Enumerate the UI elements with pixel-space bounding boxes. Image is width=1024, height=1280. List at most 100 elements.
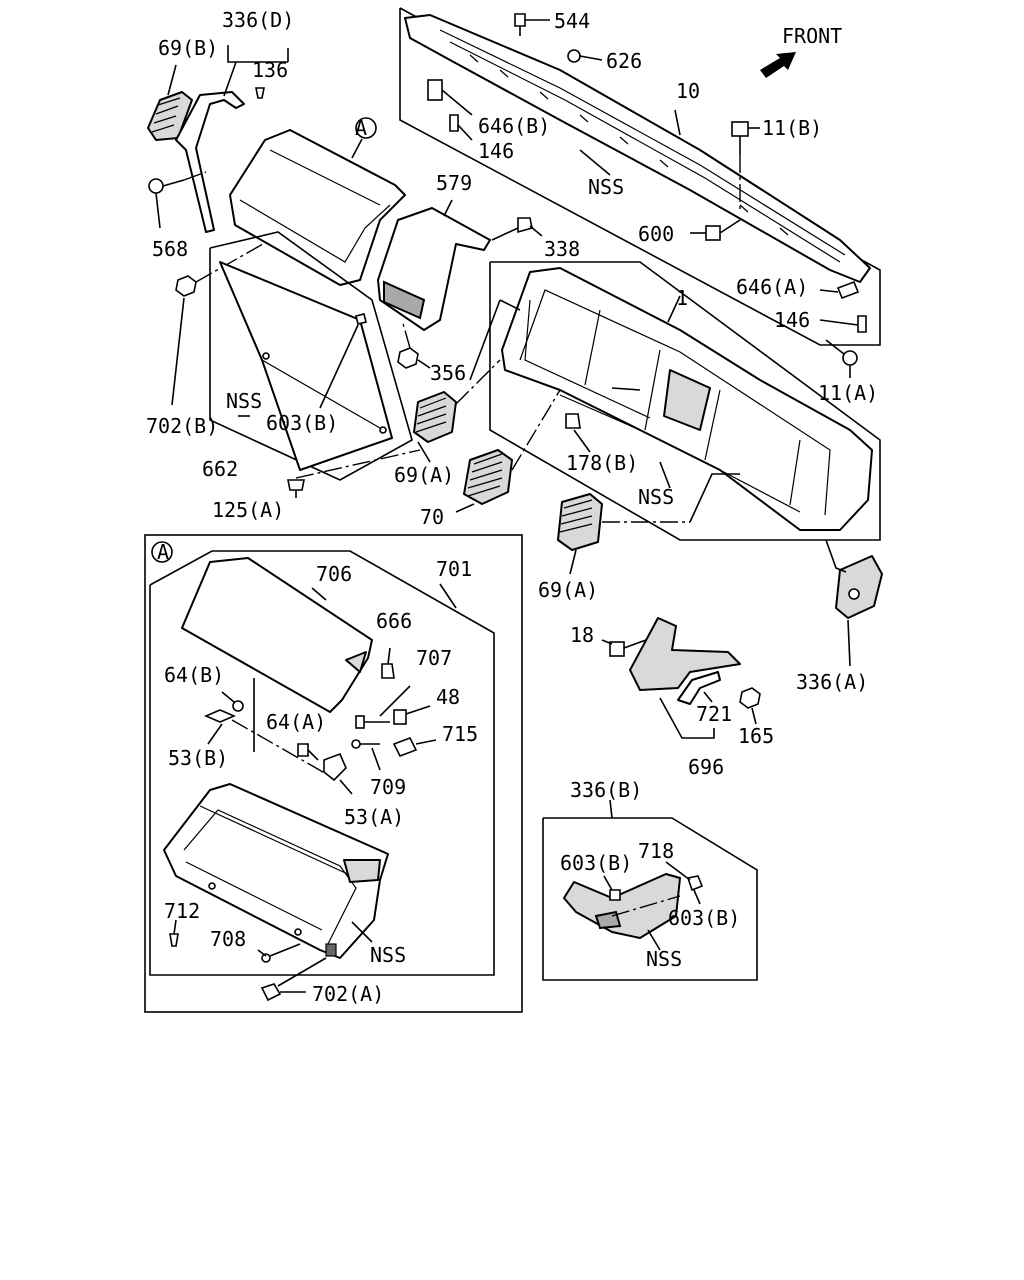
label-178b: 178(B) xyxy=(566,451,638,475)
instrument-panel-group xyxy=(489,261,881,541)
pin-709-icon xyxy=(351,739,381,771)
panel-a-callout-circle xyxy=(151,541,173,563)
glovebox-upper-group xyxy=(209,117,421,498)
clip-64b-icon xyxy=(221,691,244,712)
label-64b: 64(B) xyxy=(164,663,224,687)
label-11b: 11(B) xyxy=(762,116,822,140)
label-69b: 69(B) xyxy=(158,36,218,60)
label-nss-left: NSS xyxy=(226,389,262,413)
label-708: 708 xyxy=(210,927,246,951)
front-arrow-icon xyxy=(760,52,796,78)
label-721: 721 xyxy=(696,702,732,726)
label-69a-top: 69(A) xyxy=(394,463,454,487)
label-nss-b: NSS xyxy=(646,947,682,971)
label-709: 709 xyxy=(370,775,406,799)
label-11a: 11(A) xyxy=(818,381,878,405)
clip-712-icon xyxy=(169,919,179,947)
air-vent-70 xyxy=(463,449,513,505)
label-53a: 53(A) xyxy=(344,805,404,829)
labels-layer: FRONT A A 336(D) 69(B) 136 568 702(B) 66… xyxy=(146,8,878,1006)
bracket-53a-icon xyxy=(323,752,353,795)
clip-338-icon xyxy=(491,217,543,241)
callout-a-label: A xyxy=(355,116,367,140)
front-label: FRONT xyxy=(782,24,842,48)
label-666: 666 xyxy=(376,609,412,633)
glovebox-outer-a xyxy=(229,129,406,286)
panel-a-inner-frame xyxy=(149,550,495,976)
clip-626-icon xyxy=(567,49,603,63)
leader-10 xyxy=(674,109,681,136)
trim-336a xyxy=(835,555,883,619)
bushing-48-icon xyxy=(393,705,431,725)
label-544: 544 xyxy=(554,9,590,33)
label-nss-top: NSS xyxy=(588,175,624,199)
label-146-top: 146 xyxy=(478,139,514,163)
label-706: 706 xyxy=(316,562,352,586)
bracket-336d xyxy=(227,45,288,63)
nut-356-icon xyxy=(397,319,431,369)
callout-a-circle xyxy=(355,117,377,139)
label-715: 715 xyxy=(442,722,478,746)
label-603b-b2: 603(B) xyxy=(668,906,740,930)
glove-panel-nss xyxy=(219,261,393,471)
clip-715-icon xyxy=(392,736,437,758)
label-1: 1 xyxy=(676,286,688,310)
trim-336b-frame xyxy=(542,817,758,981)
seal-721 xyxy=(677,671,721,705)
clip-178b-icon xyxy=(565,413,591,453)
screw-146-top-icon xyxy=(449,114,473,141)
label-64a: 64(A) xyxy=(266,710,326,734)
bolt-11b-icon xyxy=(731,121,760,210)
screw-568-icon xyxy=(148,178,185,229)
screw-146-right-icon xyxy=(819,315,867,333)
trim-336b xyxy=(563,873,681,939)
clip-666-icon xyxy=(381,663,395,679)
label-70: 70 xyxy=(420,505,444,529)
air-vent-69a-bottom xyxy=(557,493,603,551)
clip-603b-left-icon xyxy=(355,313,367,325)
label-646a: 646(A) xyxy=(736,275,808,299)
trim-336b-detail xyxy=(542,799,758,981)
glovebox-lid-706 xyxy=(181,557,373,713)
label-146-right: 146 xyxy=(774,308,810,332)
label-336b: 336(B) xyxy=(570,778,642,802)
bolt-707-icon xyxy=(355,685,411,729)
clip-646a-icon xyxy=(819,280,860,300)
panel-a-callout-label: A xyxy=(157,540,169,564)
label-707: 707 xyxy=(416,646,452,670)
label-10: 10 xyxy=(676,79,700,103)
duct-579 xyxy=(377,207,491,331)
glovebox-body xyxy=(163,783,389,959)
panel-a-outer-frame xyxy=(144,534,523,1013)
instrument-panel-frame xyxy=(489,261,881,541)
bolt-18-icon xyxy=(601,639,647,657)
left-side-group xyxy=(147,45,289,406)
label-336a: 336(A) xyxy=(796,670,868,694)
screw-64a-icon xyxy=(297,743,319,761)
clip-136-icon xyxy=(255,87,265,99)
label-718: 718 xyxy=(638,839,674,863)
label-626: 626 xyxy=(606,49,642,73)
clip-603b-b1-icon xyxy=(603,875,621,901)
label-579: 579 xyxy=(436,171,472,195)
label-nss-mid: NSS xyxy=(638,485,674,509)
label-69a-bottom: 69(A) xyxy=(538,578,598,602)
label-702a: 702(A) xyxy=(312,982,384,1006)
vents-group xyxy=(413,299,740,575)
trim-336a-group xyxy=(825,539,883,667)
label-603b-left: 603(B) xyxy=(266,411,338,435)
clip-600-icon xyxy=(690,219,741,241)
label-603b-b1: 603(B) xyxy=(560,851,632,875)
leader-nss-top xyxy=(579,149,611,176)
duct-579-group xyxy=(377,199,543,369)
label-356: 356 xyxy=(430,361,466,385)
screw-708-icon xyxy=(257,943,301,963)
label-53b: 53(B) xyxy=(168,746,228,770)
screw-544-icon xyxy=(514,13,550,36)
label-48: 48 xyxy=(436,685,460,709)
bracket-696 xyxy=(629,617,741,691)
label-18: 18 xyxy=(570,623,594,647)
label-702b: 702(B) xyxy=(146,414,218,438)
clip-718-icon xyxy=(665,861,704,905)
